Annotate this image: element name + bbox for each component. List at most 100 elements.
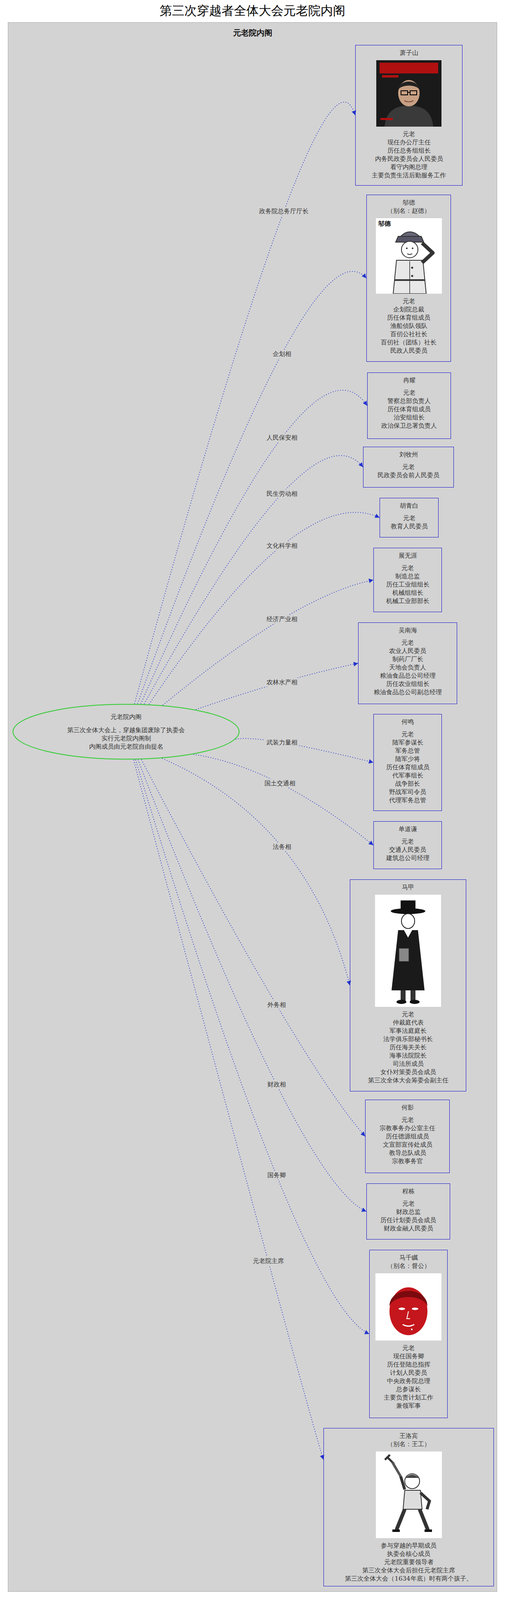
member-role: 制药厂厂长	[392, 655, 424, 664]
member-box: 马千瞩（别名：督公） 元老现任国务卿历任登陆总指挥计划人民委员中央政务院总理总参…	[369, 1250, 448, 1419]
member-box: 程栋元老财政总监历任计划委员会成员财政金融人民委员	[366, 1183, 451, 1240]
member-name: 程栋	[402, 1187, 415, 1196]
edge-label: 农林水产相	[264, 678, 300, 687]
member-role: 代军事组长	[392, 771, 424, 780]
edge-label: 元老院主席	[251, 1257, 286, 1266]
panel-heading: 元老院内阁	[8, 27, 497, 39]
member-name: 马千瞩	[399, 1253, 418, 1263]
portrait-frame	[375, 1451, 442, 1539]
member-role: 元老	[401, 1010, 415, 1019]
member-role: 女仆对策委员会成员	[380, 1068, 437, 1077]
member-role: 军事法庭庭长	[389, 1026, 427, 1036]
member-role: 百仞公社社长	[390, 330, 428, 339]
member-name: 萧子山	[399, 48, 419, 57]
member-role: 粮油食品总公司副总经理	[373, 688, 442, 697]
dotted-connector	[140, 390, 368, 705]
member-role: 元老	[403, 514, 416, 523]
member-name: 何鸣	[401, 717, 414, 727]
cluster-panel: 元老院内阁元老院内阁第三次全体大会上，穿越集团废除了执委会实行元老院内阁制内阁成…	[8, 22, 497, 1592]
soldier-cartoon	[375, 218, 442, 294]
member-role: 元老	[402, 129, 416, 139]
member-role: 历任登陆总指挥	[387, 1360, 431, 1369]
member-role: 文宣部宣传处成员	[382, 1140, 433, 1150]
member-name: 吴南海	[398, 626, 418, 635]
member-role: 历任海关关长	[389, 1043, 427, 1052]
member-role: 教导总队成员	[389, 1149, 427, 1158]
member-box: 单道谦元老交通人民委员建筑总公司经理	[373, 821, 442, 870]
member-role: 代理军务总管	[389, 796, 427, 805]
ellipse-shape	[13, 704, 240, 760]
member-role: 农业人民委员	[389, 646, 427, 656]
member-name: （别名：王工）	[387, 1440, 431, 1449]
dotted-connector	[193, 754, 374, 846]
member-role: 机械组组长	[392, 588, 424, 598]
edge-label: 政务院总务厅厅长	[257, 207, 311, 216]
member-role: 第三次全体大会后担任元老院主席	[362, 1566, 456, 1575]
member-role: 财政金融人民委员	[383, 1224, 434, 1233]
member-role: 元老	[401, 563, 414, 573]
edge-label: 文化科学相	[264, 541, 300, 551]
member-role: 建筑总公司经理	[386, 854, 430, 863]
member-role: 参与穿越的早期成员	[380, 1541, 437, 1551]
member-role: 中央政务院总理	[387, 1377, 431, 1386]
member-role: 百仞社（团练）社长	[380, 338, 437, 347]
edge-label: 人民保安相	[264, 433, 300, 443]
member-name: 马甲	[401, 883, 415, 892]
dotted-connector	[162, 758, 350, 986]
member-role: 计划人民委员	[389, 1368, 428, 1378]
edge-label: 企划相	[271, 349, 293, 359]
ellipse-text: 实行元老院内阁制	[101, 734, 152, 743]
member-box: 邬德（别名：赵德） 邬德元老企划院总裁历任体育组成员渔船侦队领队百仞公社社长百仞…	[366, 194, 451, 362]
member-role: 野战军司令员	[389, 788, 427, 797]
dotted-connector	[162, 580, 374, 706]
edge-label: 外务相	[265, 1000, 288, 1010]
member-role: 警察总部负责人	[387, 396, 431, 406]
member-role: 粮油食品总公司经理	[379, 671, 436, 680]
portrait-frame	[375, 1273, 442, 1341]
ellipse-text: 第三次全体大会上，穿越集团废除了执委会	[67, 726, 185, 735]
member-role: 交通人民委员	[389, 845, 427, 855]
member-role: 历任计划委员会成员	[380, 1216, 437, 1225]
ellipse-text: 元老院内阁	[110, 712, 142, 722]
member-name: （别名：赵德）	[387, 206, 431, 215]
member-role: 内务民政委员会人民委员	[375, 154, 444, 163]
title-holder: 第三次穿越者全体大会元老院内阁	[0, 2, 505, 19]
member-name: 胡青白	[399, 501, 419, 510]
member-box: 萧子山 元老现任办公厅主任历任总务组组长内务民政委员会人民委员看守内阁总理主要负…	[355, 44, 463, 186]
member-box: 胡青白元老教育人民委员	[379, 497, 439, 538]
member-role: 企划院总裁	[393, 305, 425, 314]
image-caption: 邬德	[377, 219, 392, 228]
portrait-photo	[376, 60, 442, 127]
member-box: 马甲 元老仲裁庭代表军事法庭庭长法学俱乐部秘书长历任海关关长海事法院院长司法所成…	[349, 879, 467, 1092]
member-role: 元老	[402, 1344, 415, 1353]
member-name: 何影	[401, 1103, 414, 1112]
portrait-frame: 邬德	[375, 218, 442, 294]
edge-label: 国土交通相	[262, 779, 298, 789]
member-role: 元老	[403, 388, 416, 397]
member-role: 元老	[401, 837, 414, 846]
member-role: 宗教事务办公室主任	[379, 1124, 436, 1133]
dotted-connector	[137, 759, 367, 1212]
member-role: 现任国务卿	[393, 1352, 425, 1361]
member-role: 财政总监	[396, 1208, 421, 1217]
member-role: 元老	[401, 638, 414, 647]
member-role: 政治保卫总署负责人	[381, 421, 437, 430]
member-role: 军务总管	[395, 746, 421, 756]
member-role: 海事法院院长	[389, 1051, 427, 1060]
member-role: 历任体育组成员	[387, 405, 431, 414]
red-portrait	[375, 1273, 442, 1341]
member-name: 刘牧州	[399, 450, 418, 459]
worker-cartoon	[375, 1451, 442, 1539]
diagram-title: 第三次穿越者全体大会元老院内阁	[0, 2, 505, 19]
member-role: 元老	[402, 462, 415, 472]
member-role: 历任体育组成员	[386, 763, 430, 772]
member-name: 邬德	[402, 198, 416, 207]
dotted-connector	[148, 512, 380, 705]
member-box: 刘牧州元老民政委员会前人民委员	[363, 446, 454, 488]
dotted-connector	[133, 759, 324, 1461]
portrait-frame	[376, 60, 442, 127]
ellipse-text: 内阁成员由元老院自由提名	[89, 742, 164, 751]
member-role: 元老院重要领导者	[384, 1558, 434, 1567]
member-role: 第三次全体大会（1634年底）时有两个孩子。	[344, 1574, 472, 1584]
